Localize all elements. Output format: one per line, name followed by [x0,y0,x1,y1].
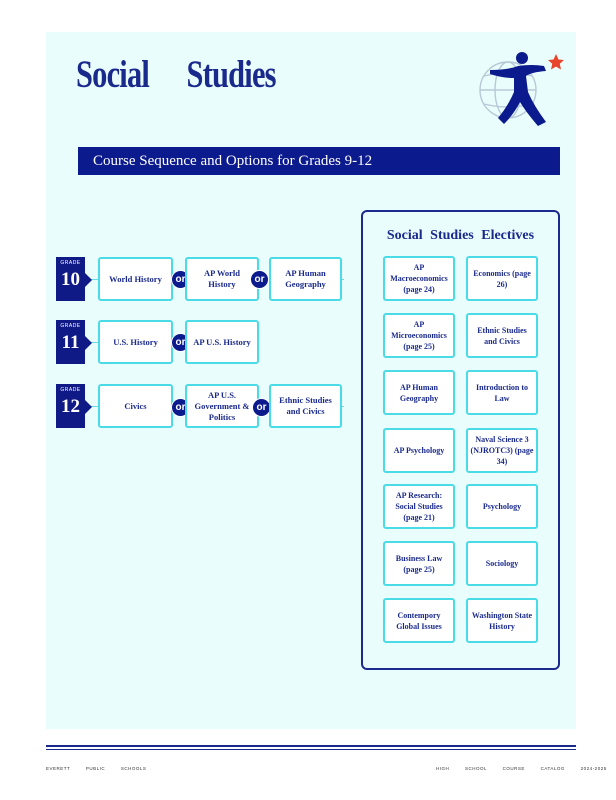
or-connector: or [250,270,269,289]
elective-ap-macroeconomics: AP Macroeconomics (page 24) [383,256,455,301]
grade-11-badge: GRADE 11 [56,320,92,364]
course-ap-us-history: AP U.S. History [185,320,259,364]
course-ethnic-studies-civics: Ethnic Studies and Civics [269,384,342,428]
footer-catalog-name: HIGH SCHOOL COURSE CATALOG 2024-2025 [436,766,607,771]
elective-economics: Economics (page 26) [466,256,538,301]
elective-psychology: Psychology [466,484,538,529]
elective-ap-psychology: AP Psychology [383,428,455,473]
elective-business-law: Business Law (page 25) [383,541,455,586]
course-world-history: World History [98,257,173,301]
footer-district-name: EVERETT PUBLIC SCHOOLS [46,766,147,771]
grade-number: 12 [61,396,80,417]
elective-ap-microeconomics: AP Microeconomics (page 25) [383,313,455,358]
grade-number: 11 [61,332,80,353]
electives-title: Social Studies Electives [386,228,535,243]
course-ap-human-geography: AP Human Geography [269,257,342,301]
footer-rule [46,749,576,750]
elective-sociology: Sociology [466,541,538,586]
footer-rule [46,745,576,747]
elective-contempory-global-issues: Contempory Global Issues [383,598,455,643]
page-title: Social Studies [76,52,277,97]
course-civics: Civics [98,384,173,428]
title-word-social: Social [76,53,150,96]
course-ap-us-government-politics: AP U.S. Government & Politics [185,384,259,428]
grade-number: 10 [61,269,80,290]
grade-12-badge: GRADE 12 [56,384,92,428]
elective-introduction-to-law: Introduction to Law [466,370,538,415]
grade-label: GRADE [60,260,81,266]
course-ap-world-history: AP World History [185,257,259,301]
elective-ap-human-geography: AP Human Geography [383,370,455,415]
course-sequence-banner: Course Sequence and Options for Grades 9… [78,147,560,175]
elective-naval-science-3: Naval Science 3 (NJROTC3) (page 34) [466,428,538,473]
elective-ap-research: AP Research: Social Studies (page 21) [383,484,455,529]
elective-washington-state-history: Washington State History [466,598,538,643]
grade-label: GRADE [60,323,81,329]
elective-ethnic-studies-civics: Ethnic Studies and Civics [466,313,538,358]
school-logo-icon [479,52,564,126]
grade-10-badge: GRADE 10 [56,257,92,301]
title-word-studies: Studies [186,53,277,96]
course-us-history: U.S. History [98,320,173,364]
grade-label: GRADE [60,387,81,393]
